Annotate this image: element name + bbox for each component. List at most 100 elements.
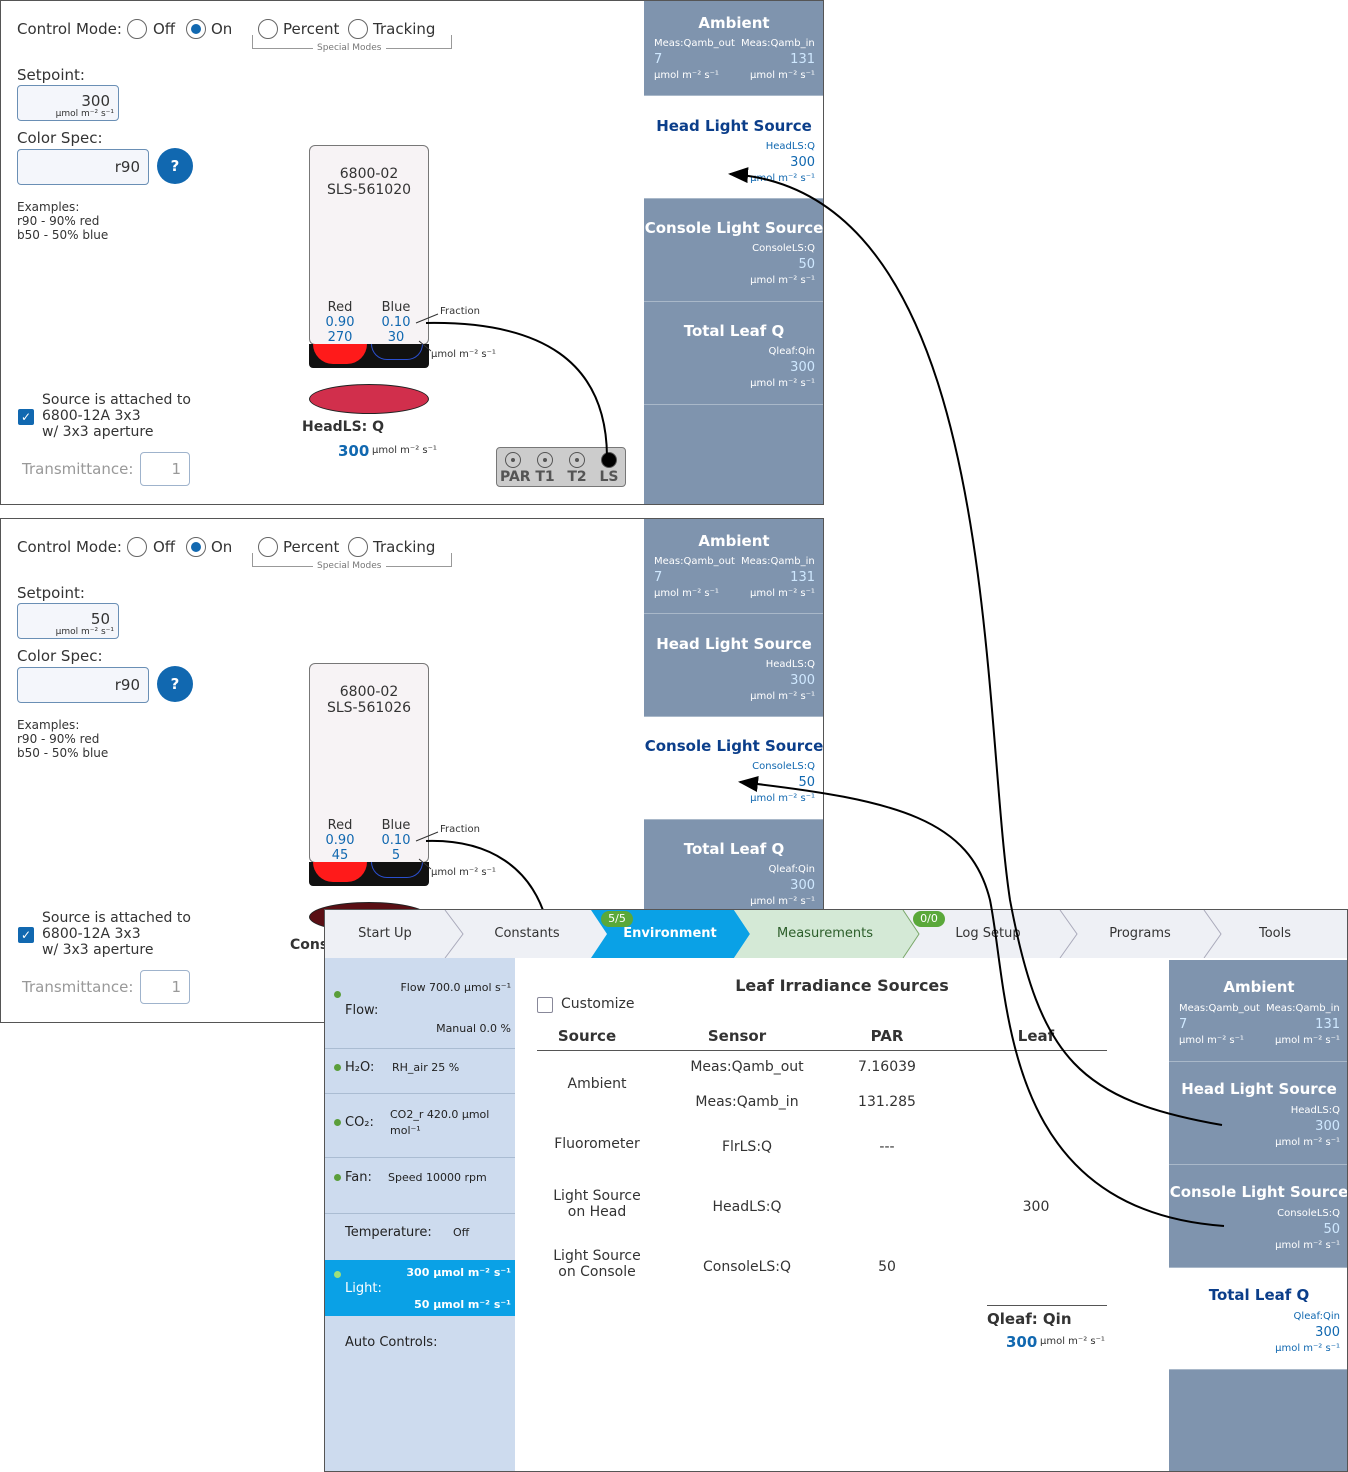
light-spot-ellipse: [309, 384, 429, 414]
red-led: [313, 344, 367, 364]
percent-radio[interactable]: [258, 19, 278, 39]
control-on-label: On: [211, 538, 233, 556]
attached-checkbox[interactable]: ✓: [18, 927, 34, 943]
ls-cable: [415, 313, 608, 457]
color-spec-label: Color Spec:: [17, 647, 103, 665]
tab-tools[interactable]: Tools: [1258, 926, 1292, 941]
red-fraction: 0.90: [325, 833, 355, 848]
red-q: 45: [331, 848, 349, 863]
console-card[interactable]: Console Light Source ConsoleLS:Q 50 µmol…: [1169, 1165, 1347, 1268]
t2-port: [569, 452, 585, 468]
control-off-label: Off: [153, 538, 176, 556]
color-spec-label: Color Spec:: [17, 129, 103, 147]
tab-environment[interactable]: Environment: [623, 926, 717, 941]
head-card[interactable]: Head Light Source HeadLS:Q 300 µmol m⁻² …: [644, 96, 823, 199]
console-card[interactable]: Console Light Source ConsoleLS:Q 50 µmol…: [644, 199, 823, 302]
tab-measurements[interactable]: Measurements: [776, 926, 874, 941]
control-on-radio[interactable]: [186, 537, 206, 557]
tab-constants[interactable]: Constants: [494, 926, 560, 941]
head-card[interactable]: Head Light Source HeadLS:Q 300 µmol m⁻² …: [1169, 1062, 1347, 1165]
transmittance-input[interactable]: 1: [140, 452, 190, 486]
environment-badge: 5/5: [601, 911, 633, 927]
blue-fraction: 0.10: [381, 833, 411, 848]
setpoint-input[interactable]: 50 µmol m⁻² s⁻¹: [17, 603, 119, 639]
customize-checkbox[interactable]: [537, 997, 553, 1013]
ambient-card[interactable]: Ambient Meas:Qamb_out Meas:Qamb_in 7 131…: [1169, 960, 1347, 1062]
blue-fraction: 0.10: [381, 315, 411, 330]
ambient-card[interactable]: Ambient Meas:Qamb_out Meas:Qamb_in 7 131…: [644, 1, 823, 96]
percent-radio[interactable]: [258, 537, 278, 557]
console-card[interactable]: Console Light Source ConsoleLS:Q 50 µmol…: [644, 717, 823, 820]
color-spec-input[interactable]: r90: [17, 667, 149, 703]
table-row: Fluorometer: [554, 1136, 640, 1152]
t1-port: [537, 452, 553, 468]
nav-flow[interactable]: Flow:: [345, 1003, 379, 1018]
percent-label: Percent: [283, 20, 340, 38]
ambient-card[interactable]: Ambient Meas:Qamb_out Meas:Qamb_in 7 131…: [644, 519, 823, 614]
tracking-radio[interactable]: [348, 537, 368, 557]
special-modes-caption: Special Modes: [313, 561, 386, 571]
tab-log-setup[interactable]: Log Setup: [955, 926, 1021, 941]
light-source-device: 6800-02 SLS-561026 Red Blue 0.90 0.10 45…: [309, 663, 429, 863]
source-value: 300: [338, 442, 370, 460]
total-card[interactable]: Total Leaf Q Qleaf:Qin 300 µmol m⁻² s⁻¹: [644, 820, 823, 923]
side-summary: Ambient Meas:Qamb_out Meas:Qamb_in 7 131…: [1169, 960, 1347, 1471]
transmittance-label: Transmittance:: [22, 460, 134, 478]
tracking-label: Tracking: [373, 538, 436, 556]
nav-temperature[interactable]: Temperature:: [345, 1225, 432, 1240]
transmittance-label: Transmittance:: [22, 978, 134, 996]
transmittance-input[interactable]: 1: [140, 970, 190, 1004]
setpoint-label: Setpoint:: [17, 66, 85, 84]
irradiance-content: Leaf Irradiance Sources Customize Source…: [515, 958, 1169, 1471]
blue-q: 5: [391, 848, 401, 863]
percent-label: Percent: [283, 538, 340, 556]
tracking-radio[interactable]: [348, 19, 368, 39]
main-window: Start Up Constants Environment Measureme…: [324, 909, 1348, 1472]
total-card[interactable]: Total Leaf Q Qleaf:Qin 300 µmol m⁻² s⁻¹: [1169, 1268, 1347, 1370]
tab-programs[interactable]: Programs: [1109, 926, 1171, 941]
head-card[interactable]: Head Light Source HeadLS:Q 300 µmol m⁻² …: [644, 614, 823, 717]
unit-annotation: µmol m⁻² s⁻¹: [431, 867, 496, 878]
ls-port: [601, 452, 617, 468]
control-on-radio[interactable]: [186, 19, 206, 39]
nav-auto-controls[interactable]: Auto Controls:: [345, 1335, 438, 1350]
control-off-radio[interactable]: [127, 537, 147, 557]
head-light-panel: Control Mode: Off On Special Modes Perce…: [0, 0, 824, 505]
control-off-radio[interactable]: [127, 19, 147, 39]
irradiance-title: Leaf Irradiance Sources: [735, 976, 949, 995]
tab-start-up[interactable]: Start Up: [358, 926, 412, 941]
nav-co2[interactable]: CO₂:: [345, 1115, 374, 1130]
nav-light[interactable]: 300 µmol m⁻² s⁻¹ Light: 50 µmol m⁻² s⁻¹: [325, 1260, 515, 1316]
flow-status-dot: [334, 991, 341, 998]
total-card[interactable]: Total Leaf Q Qleaf:Qin 300 µmol m⁻² s⁻¹: [644, 302, 823, 405]
help-button[interactable]: ?: [157, 666, 193, 702]
table-row: Ambient: [567, 1076, 627, 1092]
nav-h2o[interactable]: H₂O:: [345, 1060, 375, 1075]
nav-fan[interactable]: Fan:: [345, 1170, 372, 1185]
setpoint-input[interactable]: 300 µmol m⁻² s⁻¹: [17, 85, 119, 121]
sensor-ports: PAR T1 T2 LS: [496, 447, 626, 487]
unit-annotation: µmol m⁻² s⁻¹: [431, 349, 496, 360]
source-label: Cons: [290, 937, 329, 953]
qleaf-label: Qleaf: Qin: [987, 1310, 1072, 1328]
fraction-annotation: Fraction: [440, 824, 480, 835]
attached-checkbox[interactable]: ✓: [18, 409, 34, 425]
control-mode-label: Control Mode:: [17, 538, 122, 556]
table-row: Light Source on Head: [553, 1188, 641, 1220]
tab-bar: Start Up Constants Environment Measureme…: [325, 910, 1347, 958]
par-port: [505, 452, 521, 468]
fraction-annotation: Fraction: [440, 306, 480, 317]
side-summary: Ambient Meas:Qamb_out Meas:Qamb_in 7 131…: [644, 1, 823, 504]
red-fraction: 0.90: [325, 315, 355, 330]
help-button[interactable]: ?: [157, 148, 193, 184]
light-source-device: 6800-02 SLS-561020 Red Blue 0.90 0.10 27…: [309, 145, 429, 345]
blue-q: 30: [387, 330, 405, 345]
setpoint-label: Setpoint:: [17, 584, 85, 602]
color-spec-input[interactable]: r90: [17, 149, 149, 185]
qleaf-value: 300: [1006, 1333, 1038, 1351]
control-mode-label: Control Mode:: [17, 20, 122, 38]
